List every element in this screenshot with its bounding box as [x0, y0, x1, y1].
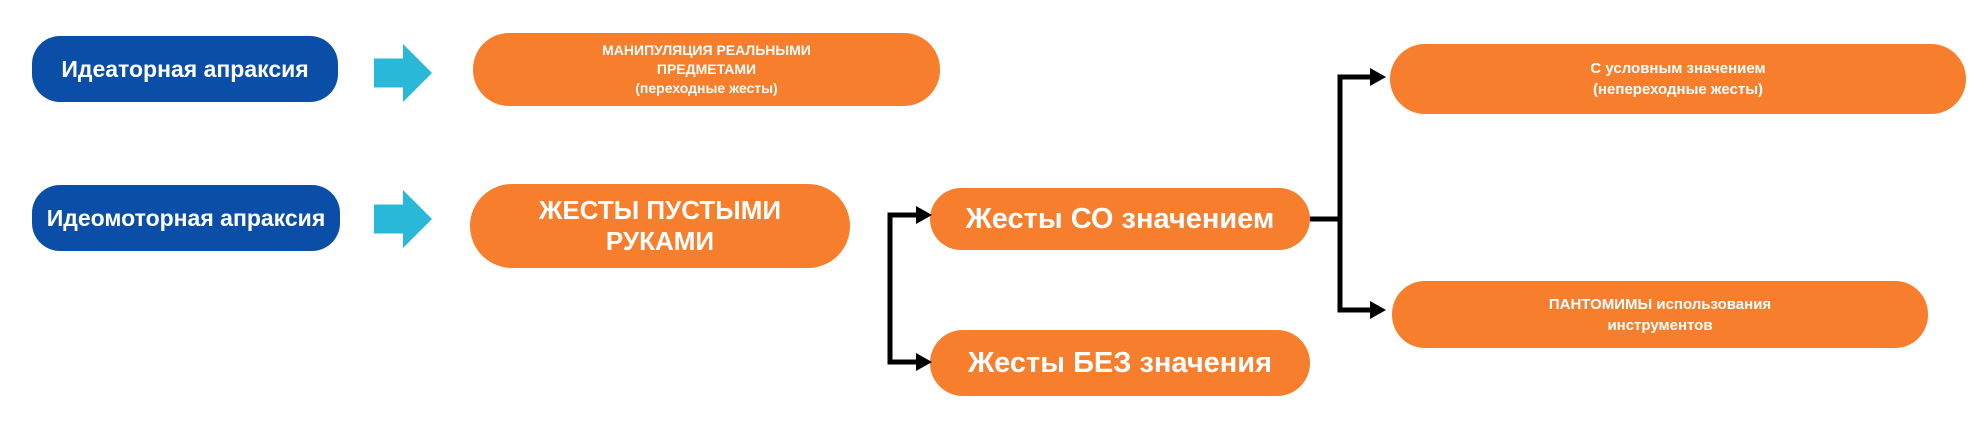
node-ideomotor-apraxia: Идеомоторная апраксия — [32, 185, 340, 251]
right-block-arrow-icon — [374, 44, 432, 102]
node-gestures-without-meaning-label: Жесты БЕЗ значения — [967, 346, 1273, 379]
connector-empty-hands-branch — [887, 212, 918, 365]
right-block-arrow-icon — [374, 190, 432, 248]
connector-with-meaning-branch — [1310, 74, 1372, 313]
node-manipulation-real-objects: МАНИПУЛЯЦИЯ РЕАЛЬНЫМИ ПРЕДМЕТАМИ (перехо… — [473, 33, 940, 106]
node-ideational-apraxia-label: Идеаторная апраксия — [61, 55, 309, 82]
node-empty-hand-gestures: ЖЕСТЫ ПУСТЫМИ РУКАМИ — [470, 184, 850, 268]
node-ideational-apraxia: Идеаторная апраксия — [32, 36, 338, 102]
node-pantomime-tool-use-label: ПАНТОМИМЫ использования инструментов — [1548, 295, 1772, 334]
node-manipulation-real-objects-label: МАНИПУЛЯЦИЯ РЕАЛЬНЫМИ ПРЕДМЕТАМИ (перехо… — [602, 42, 811, 96]
node-gestures-with-meaning: Жесты СО значением — [930, 188, 1310, 250]
right-arrowhead-icon — [1370, 68, 1386, 86]
right-arrowhead-icon — [1370, 301, 1386, 319]
node-conventional-meaning-label: С условным значением (непереходные жесты… — [1590, 60, 1766, 98]
node-conventional-meaning: С условным значением (непереходные жесты… — [1390, 44, 1966, 114]
node-pantomime-tool-use: ПАНТОМИМЫ использования инструментов — [1392, 281, 1928, 348]
node-ideomotor-apraxia-label: Идеомоторная апраксия — [46, 204, 326, 231]
node-empty-hand-gestures-label: ЖЕСТЫ ПУСТЫМИ РУКАМИ — [538, 195, 782, 256]
node-gestures-with-meaning-label: Жесты СО значением — [965, 202, 1275, 235]
node-gestures-without-meaning: Жесты БЕЗ значения — [930, 330, 1310, 396]
